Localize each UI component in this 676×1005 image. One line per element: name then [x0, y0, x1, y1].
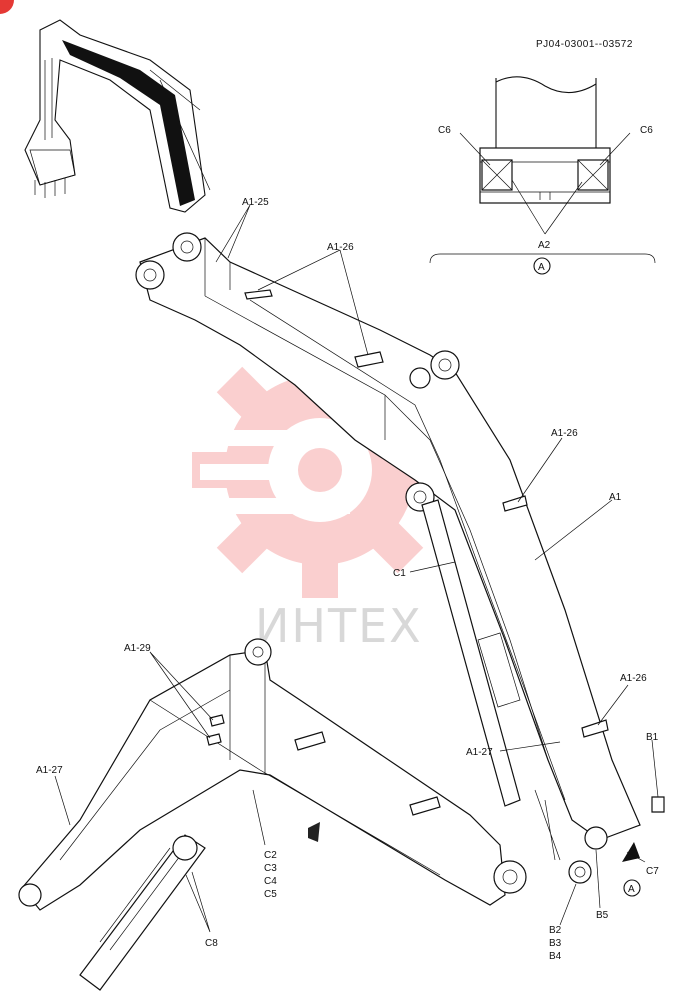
label-a1-29: A1-29 [124, 643, 151, 654]
excavator-thumbnail [24, 19, 211, 213]
label-a1-25: A1-25 [242, 197, 269, 208]
label-a1: A1 [609, 492, 622, 503]
label-a1-27-right: A1-27 [466, 747, 493, 758]
label-c1: C1 [393, 568, 406, 579]
label-a1-26-low: A1-26 [620, 673, 647, 684]
label-c8: C8 [205, 938, 218, 949]
label-c4: C4 [264, 876, 277, 887]
watermark-text: ИНТЕХ [255, 599, 423, 653]
part-reference-number: PJ04-03001--03572 [536, 39, 633, 50]
detail-view-a: A [429, 76, 656, 275]
label-c6-right: C6 [640, 125, 653, 136]
label-b4: B4 [549, 951, 562, 962]
label-c3: C3 [264, 863, 277, 874]
leader-lines [54, 204, 659, 933]
boom-assembly [18, 638, 527, 991]
label-c6-left: C6 [438, 125, 451, 136]
label-c5: C5 [264, 889, 277, 900]
label-a1-27-left: A1-27 [36, 765, 63, 776]
label-c7: C7 [646, 866, 659, 877]
arm-assembly-a1: A [135, 232, 665, 897]
view-arrow-marker: A [628, 884, 635, 895]
label-b1: B1 [646, 732, 659, 743]
label-c2: C2 [264, 850, 277, 861]
label-b5: B5 [596, 910, 609, 921]
label-a1-26-top: A1-26 [327, 242, 354, 253]
label-a1-26-mid: A1-26 [551, 428, 578, 439]
label-a2: A2 [538, 240, 551, 251]
label-b2: B2 [549, 925, 562, 936]
detail-marker: A [538, 262, 545, 273]
label-b3: B3 [549, 938, 562, 949]
corner-badge [0, 0, 14, 14]
